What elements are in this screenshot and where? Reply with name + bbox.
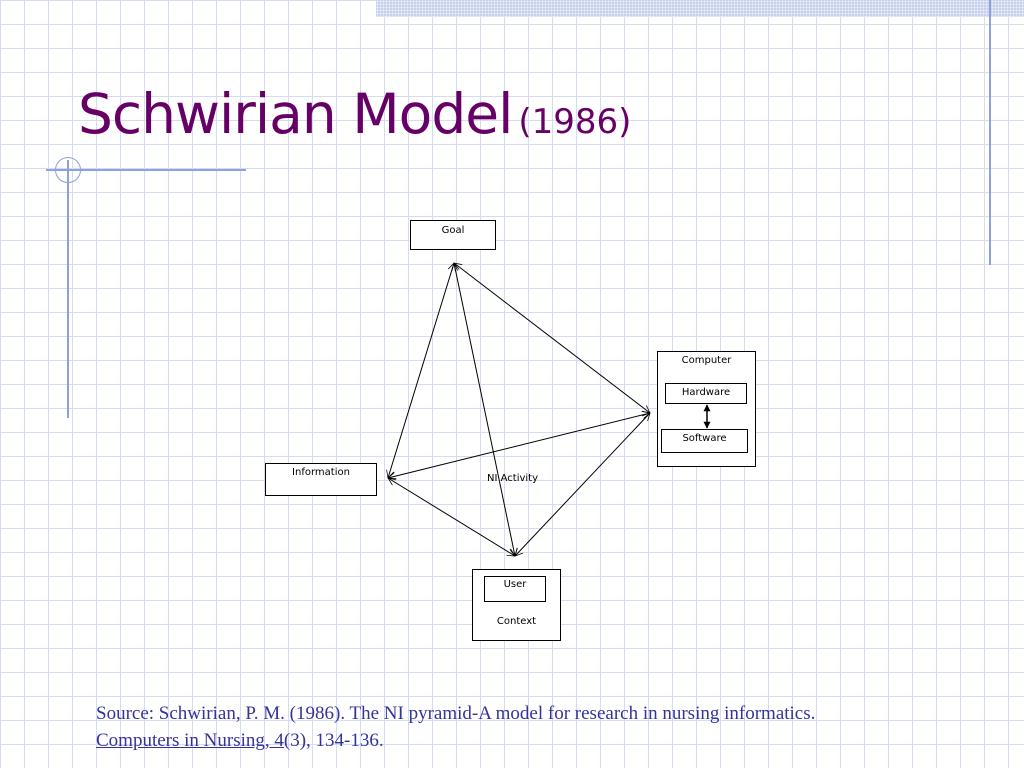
citation-rest: (3), 134-136. bbox=[283, 730, 384, 751]
citation-prefix: Source: Schwirian, P. M. (1986). The NI … bbox=[96, 703, 816, 724]
right-vertical-rule bbox=[989, 0, 991, 265]
information-label: Information bbox=[292, 467, 350, 478]
user-label: User bbox=[503, 579, 527, 590]
software-label: Software bbox=[682, 433, 727, 444]
software-box: Software bbox=[661, 429, 748, 453]
top-decorative-band bbox=[376, 0, 1024, 17]
left-vertical-rule bbox=[67, 160, 69, 418]
arrow-information-user bbox=[388, 478, 515, 556]
goal-label: Goal bbox=[441, 225, 465, 236]
hardware-label: Hardware bbox=[681, 387, 731, 398]
ni-activity-label: NI Activity bbox=[487, 473, 539, 484]
slide-title: Schwirian Model(1986) bbox=[78, 82, 631, 146]
source-citation: Source: Schwirian, P. M. (1986). The NI … bbox=[96, 700, 996, 754]
computer-label: Computer bbox=[681, 355, 732, 366]
journal-link[interactable]: Computers in Nursing, 4 bbox=[96, 730, 284, 751]
title-year: (1986) bbox=[518, 102, 632, 142]
title-underline-rule bbox=[46, 169, 246, 171]
arrow-computer-user bbox=[515, 413, 650, 556]
user-box: User bbox=[484, 576, 546, 602]
title-rule-ring bbox=[55, 157, 81, 183]
context-label: Context bbox=[496, 616, 537, 627]
goal-box: Goal bbox=[410, 220, 496, 250]
hardware-box: Hardware bbox=[665, 383, 747, 404]
title-text: Schwirian Model bbox=[78, 82, 513, 146]
information-box: Information bbox=[265, 463, 377, 496]
